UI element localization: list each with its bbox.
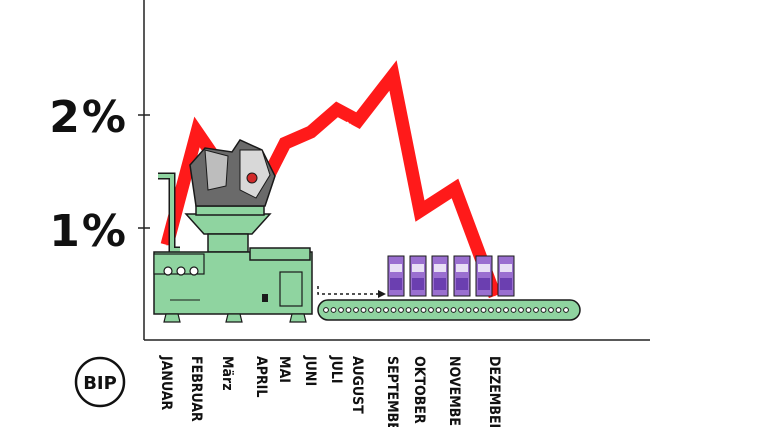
belt-roller bbox=[353, 307, 359, 313]
data-point-juni bbox=[310, 131, 312, 133]
x-tick-label-februar: FEBRUAR bbox=[188, 356, 204, 422]
belt-rollers bbox=[323, 307, 569, 313]
x-tick-label-dezember: DEZEMBER bbox=[486, 356, 502, 427]
belt-roller bbox=[428, 307, 434, 313]
x-tick-labels: JANUAR FEBRUAR März APRIL MAI JUNI JULI AUGUST S… bbox=[158, 355, 502, 427]
belt-roller bbox=[338, 307, 344, 313]
belt-roller bbox=[488, 307, 494, 313]
belt-roller bbox=[368, 307, 374, 313]
x-tick-label-oktober: OKTOBER bbox=[411, 356, 427, 424]
x-tick-label-juni: JUNI bbox=[302, 355, 318, 386]
belt-roller bbox=[345, 307, 352, 313]
belt-roller bbox=[398, 307, 404, 313]
belt-roller bbox=[405, 307, 412, 313]
data-point-november bbox=[454, 187, 456, 189]
data-point-januar bbox=[166, 244, 168, 246]
belt-roller bbox=[518, 307, 524, 313]
belt-roller bbox=[525, 307, 532, 313]
x-tick-label-mai: MAI bbox=[276, 356, 292, 383]
data-point-februar bbox=[196, 131, 198, 133]
belt-roller bbox=[375, 307, 382, 313]
belt-roller bbox=[533, 307, 539, 313]
x-tick-label-märz: März bbox=[219, 356, 235, 391]
belt-roller bbox=[548, 307, 554, 313]
y-axis-label-badge: BIP bbox=[74, 356, 126, 408]
flow-arrow bbox=[317, 286, 386, 298]
belt-roller bbox=[360, 307, 367, 313]
belt-roller bbox=[458, 307, 464, 313]
belt-roller bbox=[503, 307, 509, 313]
x-tick-label-april: APRIL bbox=[253, 356, 269, 397]
data-point-september bbox=[392, 74, 394, 76]
belt-roller bbox=[465, 307, 472, 313]
product-box bbox=[431, 255, 449, 297]
product-box bbox=[387, 255, 405, 297]
belt-roller bbox=[480, 307, 487, 313]
product-boxes bbox=[387, 255, 515, 297]
data-point-mai bbox=[284, 142, 286, 144]
product-box bbox=[453, 255, 471, 297]
data-point-oktober bbox=[419, 210, 421, 212]
belt-roller bbox=[390, 307, 397, 313]
x-tick-label-november: NOVEMBER bbox=[446, 356, 462, 427]
annotation-rezession: REZESSION bbox=[536, 227, 611, 275]
y-tick-label-2: 2% bbox=[49, 92, 128, 143]
belt-roller bbox=[510, 307, 517, 313]
machine-illustration bbox=[153, 139, 313, 323]
x-tick-label-januar: JANUAR bbox=[158, 355, 174, 411]
belt-roller bbox=[450, 307, 457, 313]
belt-roller bbox=[540, 307, 547, 313]
belt-roller bbox=[330, 307, 337, 313]
x-tick-label-juli: JULI bbox=[328, 355, 344, 384]
conveyor-belt bbox=[317, 299, 581, 321]
product-box bbox=[475, 255, 493, 297]
belt-roller bbox=[563, 307, 569, 313]
belt-roller bbox=[323, 307, 329, 313]
y-tick-label-1: 1% bbox=[49, 206, 128, 257]
belt-roller bbox=[413, 307, 419, 313]
belt-roller bbox=[383, 307, 389, 313]
x-tick-label-august: AUGUST bbox=[349, 356, 365, 414]
belt-roller bbox=[443, 307, 449, 313]
belt-roller bbox=[495, 307, 502, 313]
data-point-dezember bbox=[494, 295, 496, 297]
belt-roller bbox=[555, 307, 562, 313]
belt-roller bbox=[420, 307, 427, 313]
y-axis-label: BIP bbox=[83, 373, 117, 394]
product-box bbox=[409, 255, 427, 297]
belt-roller bbox=[435, 307, 442, 313]
data-point-august bbox=[357, 120, 359, 122]
belt-roller bbox=[473, 307, 479, 313]
data-point-juli bbox=[336, 108, 338, 110]
x-tick-label-september: SEPTEMBER bbox=[384, 356, 400, 427]
product-box bbox=[497, 255, 515, 297]
